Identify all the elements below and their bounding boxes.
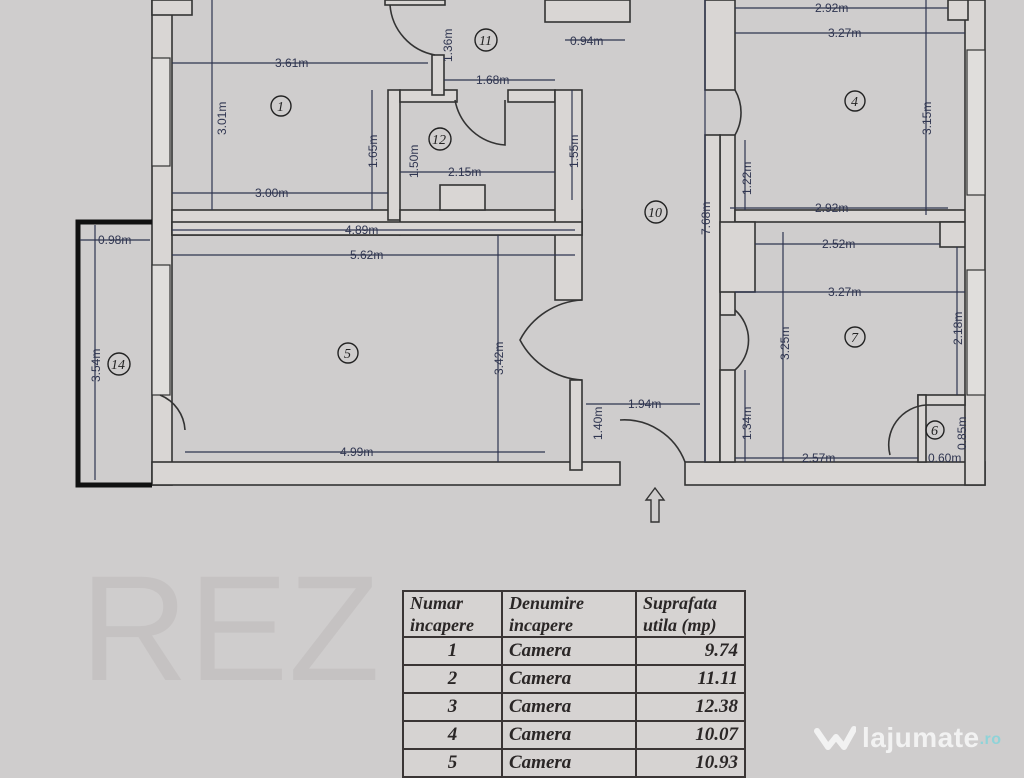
cell-area: 11.11: [635, 664, 746, 694]
room-area-table: Numar incapere Denumire incapere Suprafa…: [402, 590, 746, 778]
room-number: 7: [851, 331, 859, 346]
lajumate-logo: lajumate.ro: [814, 722, 1002, 754]
dim-label: 3.54m: [89, 349, 103, 382]
cell-area: 10.93: [635, 748, 746, 778]
dim-label: 3.61m: [275, 56, 308, 70]
watermark: REZ: [80, 544, 380, 712]
dim-label: 2.15m: [448, 165, 481, 179]
room-number: 6: [931, 424, 938, 439]
logo-tld: .ro: [979, 731, 1002, 748]
room-number: 14: [111, 358, 125, 373]
dimension-lines: [80, 0, 965, 480]
doors: [159, 4, 927, 463]
dim-label: 2.52m: [822, 237, 855, 251]
dim-label: 3.27m: [828, 26, 861, 40]
dim-label: 1.34m: [740, 407, 754, 440]
dim-label: 4.89m: [345, 223, 378, 237]
dim-label: 3.01m: [215, 102, 229, 135]
header-number: Numar incapere: [402, 590, 503, 638]
entrance-arrow-icon: [644, 486, 666, 523]
cell-area: 9.74: [635, 636, 746, 666]
cell-area: 10.07: [635, 720, 746, 750]
cell-number: 5: [402, 748, 503, 778]
cell-name: Camera: [501, 748, 637, 778]
logo-name: lajumate: [862, 722, 980, 753]
dim-label: 3.00m: [255, 186, 288, 200]
dim-label: 0.60m: [928, 451, 961, 465]
dim-label: 0.85m: [955, 417, 969, 450]
dim-label: 1.50m: [407, 145, 421, 178]
cell-name: Camera: [501, 720, 637, 750]
room-number: 10: [648, 206, 662, 221]
cell-name: Camera: [501, 664, 637, 694]
dim-label: 3.15m: [920, 102, 934, 135]
dimension-labels: 3.61m 3.01m 1.65m 3.00m 1.36m 1.68m 0.94…: [89, 1, 969, 465]
dim-label: 2.92m: [815, 1, 848, 15]
table-header-row: Numar incapere Denumire incapere Suprafa…: [402, 590, 746, 638]
cell-name: Camera: [501, 692, 637, 722]
dim-label: 3.25m: [778, 327, 792, 360]
dim-label: 0.98m: [98, 233, 131, 247]
dim-label: 2.57m: [802, 451, 835, 465]
balcony-outline: [75, 219, 152, 488]
dim-label: 1.36m: [441, 29, 455, 62]
cell-number: 2: [402, 664, 503, 694]
handshake-logo-icon: [814, 726, 856, 750]
dim-label: 1.65m: [366, 135, 380, 168]
room-number: 12: [432, 133, 446, 148]
dim-label: 2.18m: [951, 312, 965, 345]
cell-name: Camera: [501, 636, 637, 666]
dim-label: 7.68m: [699, 202, 713, 235]
header-name: Denumire incapere: [501, 590, 637, 638]
cell-number: 1: [402, 636, 503, 666]
dim-label: 3.27m: [828, 285, 861, 299]
dim-label: 0.94m: [570, 34, 603, 48]
dim-label: 3.42m: [492, 342, 506, 375]
dim-label: 4.99m: [340, 445, 373, 459]
room-numbers: 1 4 5 6 7 10 11 12 14: [107, 28, 945, 440]
room-number: 11: [479, 34, 492, 49]
cell-number: 4: [402, 720, 503, 750]
dim-label: 1.55m: [567, 135, 581, 168]
room-number: 1: [277, 100, 284, 115]
dim-label: 1.40m: [591, 407, 605, 440]
header-area: Suprafata utila (mp): [635, 590, 746, 638]
dim-label: 1.22m: [740, 162, 754, 195]
room-number: 4: [851, 95, 858, 110]
cell-number: 3: [402, 692, 503, 722]
windows: [151, 49, 986, 396]
room-number: 5: [344, 347, 351, 362]
dim-label: 5.62m: [350, 248, 383, 262]
cell-area: 12.38: [635, 692, 746, 722]
dim-label: 2.92m: [815, 201, 848, 215]
walls: [151, 0, 986, 486]
dim-label: 1.94m: [628, 397, 661, 411]
dim-label: 1.68m: [476, 73, 509, 87]
